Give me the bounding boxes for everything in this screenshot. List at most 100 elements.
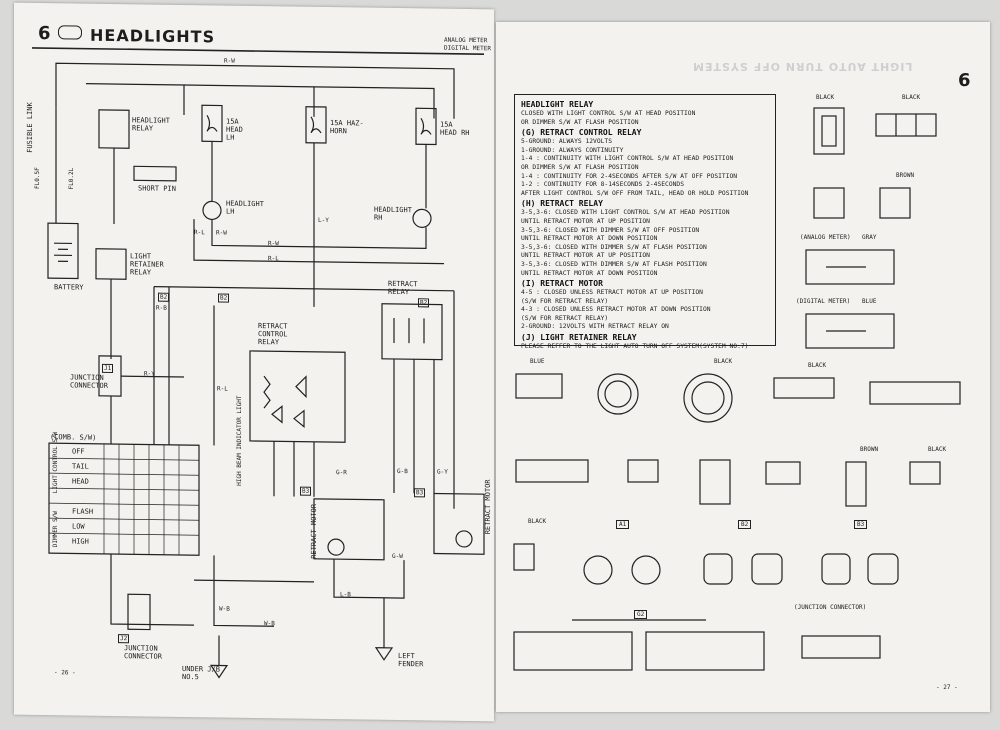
spec-line: 5-GROUND: ALWAYS 12VOLTS <box>521 138 612 146</box>
section-number: 6 <box>958 70 971 91</box>
wire-label: R-W <box>224 57 235 65</box>
connector-code: J1 <box>102 363 114 374</box>
wire-label: W-B <box>264 620 275 628</box>
light-retainer-relay-label: LIGHT RETAINER RELAY <box>130 252 164 277</box>
connector-code: A1 <box>616 520 630 529</box>
battery-label: BATTERY <box>54 283 84 292</box>
spec-line: 1-GROUND: ALWAYS CONTINUITY <box>521 146 624 154</box>
wire-label: G-W <box>392 552 403 561</box>
spec-line: (S/W FOR RETRACT RELAY) <box>521 314 609 322</box>
switch-group-dimmer: DIMMER S/W <box>52 511 59 548</box>
switch-group-light: LIGHT CONTROL S/W <box>52 431 59 494</box>
retract-control-relay-label: RETRACT CONTROL RELAY <box>258 322 288 347</box>
junction-connector-bottom-label: JUNCTION CONNECTOR <box>124 644 162 661</box>
spec-line: 3-5,3-6: CLOSED WITH DIMMER S/W AT FLASH… <box>521 260 707 268</box>
page-number: - 27 - <box>936 684 958 691</box>
wire-label: G-Y <box>437 468 448 476</box>
connector-code: J2 <box>118 634 130 644</box>
connector-views <box>513 107 961 671</box>
connector-label: (DIGITAL METER) <box>796 298 851 305</box>
spec-line: UNTIL RETRACT MOTOR AT UP POSITION <box>521 252 650 260</box>
spec-heading: (J) LIGHT RETAINER RELAY <box>521 333 637 343</box>
fusible-link-label: FUSIBLE LINK <box>26 102 34 153</box>
wire-label: R-W <box>268 240 279 248</box>
left-fender-label: LEFT FENDER <box>398 652 424 669</box>
wire-label: W-B <box>219 605 230 613</box>
spec-line: OR DIMMER S/W AT FLASH POSITION <box>521 118 639 126</box>
high-beam-indicator-label: HIGH BEAM INDICATOR LIGHT <box>236 395 243 486</box>
spec-line: UNTIL RETRACT MOTOR AT DOWN POSITION <box>521 235 658 243</box>
connector-code: B3 <box>414 488 426 498</box>
switch-row-low: LOW <box>72 522 85 531</box>
connector-label: BLACK <box>714 358 733 365</box>
switch-row-head: HEAD <box>72 477 89 486</box>
fuse-head-lh-label: 15A HEAD LH <box>226 117 243 142</box>
retract-motor-rh-label: RETRACT MOTOR <box>484 479 492 535</box>
connector-label: BLUE <box>862 298 877 305</box>
spec-line: UNTIL RETRACT MOTOR AT DOWN POSITION <box>521 269 658 277</box>
connector-label: BLUE <box>530 358 545 365</box>
spec-line: 1-4 : CONTINUITY WITH LIGHT CONTROL S/W … <box>521 155 734 163</box>
under-jb-label: UNDER J/B NO.5 <box>182 664 220 682</box>
connector-code: B2 <box>418 298 430 308</box>
short-pin-label: SHORT PIN <box>138 184 176 193</box>
switch-row-tail: TAIL <box>72 462 89 471</box>
spec-line: CLOSED WITH LIGHT CONTROL S/W AT HEAD PO… <box>521 110 696 117</box>
spec-line: 1-4 : CONTINUITY FOR 2-4SECONDS AFTER S/… <box>521 172 738 180</box>
page-number: - 26 - <box>54 669 76 677</box>
connector-code: B2 <box>158 292 170 302</box>
connector-code: B3 <box>300 486 312 496</box>
spec-line: 4-5 : CLOSED UNLESS RETRACT MOTOR AT UP … <box>521 289 703 297</box>
connector-label: BLACK <box>528 518 547 525</box>
wire-label: G-B <box>397 467 408 476</box>
spec-heading: (G) RETRACT CONTROL RELAY <box>521 128 642 138</box>
switch-row-high: HIGH <box>72 537 89 546</box>
left-page: 6 HEADLIGHTS ANALOG METER DIGITAL METER <box>14 2 494 722</box>
spec-line: UNTIL RETRACT MOTOR AT UP POSITION <box>521 217 650 225</box>
spec-line: 3-5,3-6: CLOSED WITH DIMMER S/W AT FLASH… <box>521 243 707 251</box>
spec-line: (S/W FOR RETRACT RELAY) <box>521 297 609 305</box>
spec-line: AFTER LIGHT CONTROL S/W OFF FROM TAIL, H… <box>521 189 749 197</box>
spec-line: 4-3 : CLOSED UNLESS RETRACT MOTOR AT DOW… <box>521 306 711 314</box>
retract-motor-lh-label: RETRACT MOTOR <box>310 503 318 559</box>
fl-label-2: FL0.2L <box>68 167 75 190</box>
spec-line: OR DIMMER S/W AT FLASH POSITION <box>521 163 639 171</box>
headlight-lh-label: HEADLIGHT LH <box>226 199 264 216</box>
spec-heading: HEADLIGHT RELAY <box>521 100 594 109</box>
spec-heading: (I) RETRACT MOTOR <box>521 279 603 289</box>
connector-code: B3 <box>854 520 868 529</box>
spec-line: 2-GROUND: 12VOLTS WITH RETRACT RELAY ON <box>521 323 669 331</box>
headlight-relay-label: HEADLIGHT RELAY <box>132 116 170 133</box>
connector-label: BLACK <box>902 94 921 101</box>
junction-connector-label: JUNCTION CONNECTOR <box>70 373 108 390</box>
connector-label: (JUNCTION CONNECTOR) <box>794 604 867 611</box>
spec-line: PLEASE REFFER TO THE LIGHT AUTO TURN OFF… <box>521 343 749 351</box>
retract-relay-label: RETRACT RELAY <box>388 279 418 297</box>
wire-label: R-L <box>194 229 205 237</box>
spec-heading: (H) RETRACT RELAY <box>521 199 603 209</box>
wire-label: R-Y <box>144 370 155 378</box>
wire-label: L-B <box>340 591 351 599</box>
wire-label: R-L <box>217 385 228 393</box>
wire-label: R-W <box>216 229 227 237</box>
connector-label: BLACK <box>816 94 835 101</box>
fuse-haz-horn-label: 15A HAZ-HORN <box>330 119 364 136</box>
headlight-rh-label: HEADLIGHT RH <box>374 205 412 222</box>
connector-label: BLACK <box>808 362 827 369</box>
connector-label: (ANALOG METER) <box>800 234 851 241</box>
spec-line: 1-2 : CONTINUITY FOR 8-14SECONDS 2-4SECO… <box>521 181 685 189</box>
wire-label: R-B <box>156 304 167 312</box>
fuse-head-rh-label: 15A HEAD RH <box>440 120 470 138</box>
switch-row-off: OFF <box>72 447 85 456</box>
connector-label: BLACK <box>928 446 947 453</box>
wire-label: R-L <box>268 255 279 263</box>
connector-code: G2 <box>634 610 648 619</box>
fl-label-1: FL0.5F <box>34 167 41 190</box>
spec-line: 3-5,3-6: CLOSED WITH LIGHT CONTROL S/W A… <box>521 209 730 217</box>
connector-code: B2 <box>738 520 752 529</box>
wire-label: L-Y <box>318 216 329 225</box>
connector-label: BROWN <box>860 446 879 453</box>
wire-label: G-R <box>336 469 347 477</box>
connector-label: GRAY <box>862 234 877 241</box>
connector-label: BROWN <box>896 172 915 179</box>
